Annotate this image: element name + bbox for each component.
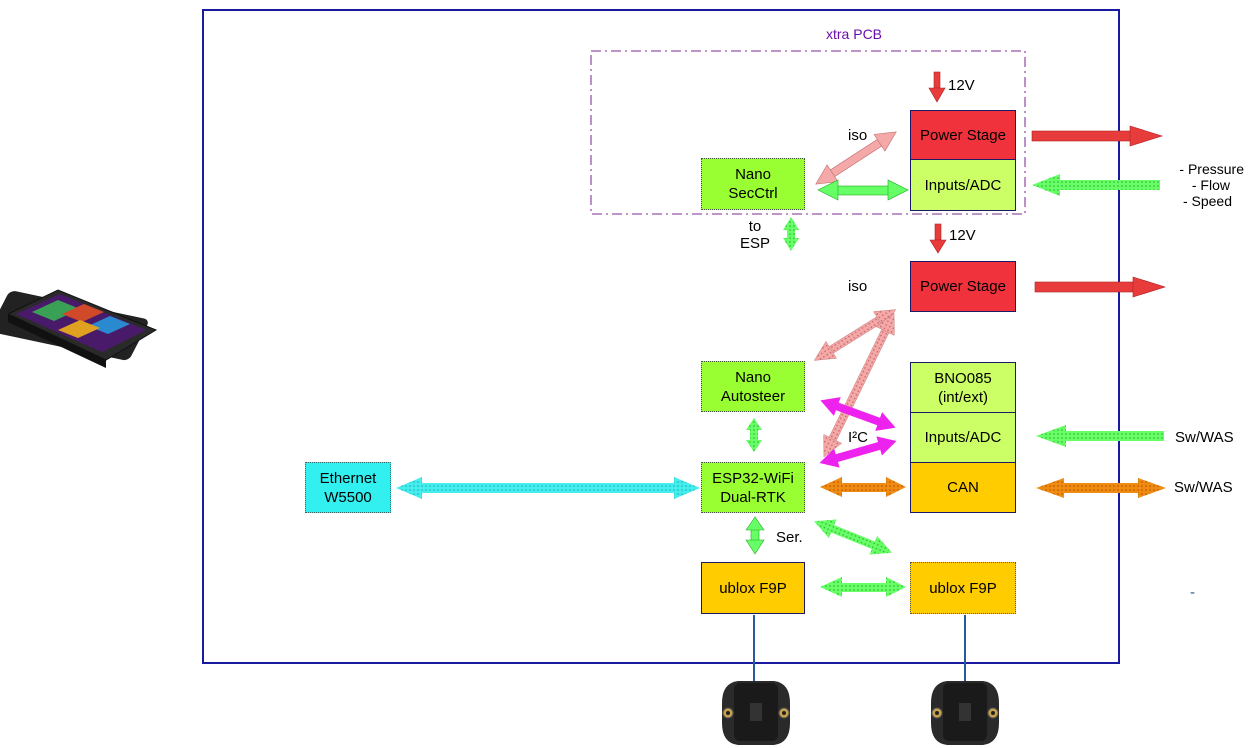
tablet-screen — [6, 289, 158, 368]
can-label: CAN — [947, 479, 979, 496]
bno085-box: BNO085 (int/ext) — [910, 362, 1016, 413]
ethernet-box: Ethernet W5500 — [305, 462, 391, 513]
to-esp-line2: ESP — [739, 235, 770, 252]
xtra-pcb-region — [590, 50, 1026, 215]
can-box: CAN — [910, 462, 1016, 513]
nano-secctrl-line1: Nano — [735, 166, 771, 183]
iso-arrow-top — [815, 131, 897, 185]
power-stage-mid-box: Power Stage — [910, 261, 1016, 312]
esp32-line2: Dual-RTK — [720, 488, 786, 506]
gnss-antenna-icon — [931, 681, 999, 745]
swwas-label-1: Sw/WAS — [1175, 429, 1234, 446]
sensor-input-arrow — [1032, 174, 1160, 196]
iso-label-mid: iso — [848, 278, 868, 295]
ublox-left-box: ublox F9P — [701, 562, 805, 614]
power-stage-mid-label: Power Stage — [920, 278, 1006, 295]
swwas-can-arrow — [1036, 478, 1166, 498]
iso-arrow-autosteer — [813, 309, 897, 361]
ethernet-line2: W5500 — [324, 488, 372, 506]
gnss-antenna-icon — [722, 681, 790, 745]
nano-secctrl-box: Nano SecCtrl — [701, 158, 805, 210]
nano-autosteer-line2: Autosteer — [720, 387, 786, 405]
voltage-label-top: 12V — [948, 77, 975, 94]
secctrl-adc-arrow — [817, 179, 909, 201]
swwas-label-2: Sw/WAS — [1174, 479, 1233, 496]
esp-can-arrow — [820, 477, 906, 497]
power-output-arrow-mid — [1034, 276, 1167, 298]
sensor-flow: - Flow — [1191, 177, 1230, 193]
ethernet-line1: Ethernet — [319, 469, 377, 487]
ublox-ublox-arrow — [820, 577, 906, 597]
to-esp-label: to ESP — [738, 218, 772, 252]
nano-autosteer-line1: Nano — [735, 368, 771, 386]
to-esp-arrow — [783, 217, 799, 251]
inputs-adc-mid-box: Inputs/ADC — [910, 412, 1016, 463]
to-esp-line1: to — [748, 218, 762, 235]
nano-secctrl-line2: SecCtrl — [728, 185, 778, 202]
voltage-label-mid: 12V — [949, 227, 976, 244]
sensor-pressure: - Pressure — [1179, 161, 1244, 177]
inputs-adc-top-box: Inputs/ADC — [910, 159, 1016, 211]
power-stage-top-box: Power Stage — [910, 110, 1016, 160]
i2c-arrow-autosteer — [820, 397, 896, 431]
nano-autosteer-box: Nano Autosteer — [701, 361, 805, 412]
esp32-line1: ESP32-WiFi — [712, 469, 794, 487]
serial-arrow — [745, 516, 765, 555]
ublox-right-box: ublox F9P — [910, 562, 1016, 614]
iso-arrow-esp — [823, 312, 895, 458]
inputs-adc-mid-label: Inputs/ADC — [924, 429, 1002, 446]
autosteer-esp-arrow — [746, 418, 762, 452]
serial-label: Ser. — [776, 529, 803, 546]
swwas-input-arrow — [1036, 425, 1164, 447]
sensor-list: - Pressure - Flow - Speed — [1168, 161, 1244, 209]
i2c-arrow-esp — [819, 436, 897, 468]
power-in-arrow-mid — [929, 223, 947, 254]
ethernet-esp-arrow — [396, 477, 700, 499]
inputs-adc-top-label: Inputs/ADC — [924, 176, 1002, 194]
board-frame — [202, 9, 1120, 664]
esp32-box: ESP32-WiFi Dual-RTK — [701, 462, 805, 513]
power-output-arrow-top — [1031, 125, 1164, 147]
bno085-line2: (int/ext) — [937, 388, 988, 406]
dash-mark: - — [1190, 584, 1195, 601]
power-stage-top-label: Power Stage — [920, 126, 1006, 144]
sensor-speed: - Speed — [1182, 193, 1232, 209]
xtra-pcb-title: xtra PCB — [826, 26, 883, 42]
ublox-right-label: ublox F9P — [929, 579, 997, 597]
iso-label-top: iso — [848, 127, 868, 144]
bno085-line1: BNO085 — [934, 369, 992, 387]
i2c-label: I²C — [848, 429, 868, 446]
esp-ublox-right-arrow — [814, 519, 892, 555]
ublox-left-label: ublox F9P — [719, 579, 787, 597]
power-in-arrow-top — [928, 71, 946, 103]
